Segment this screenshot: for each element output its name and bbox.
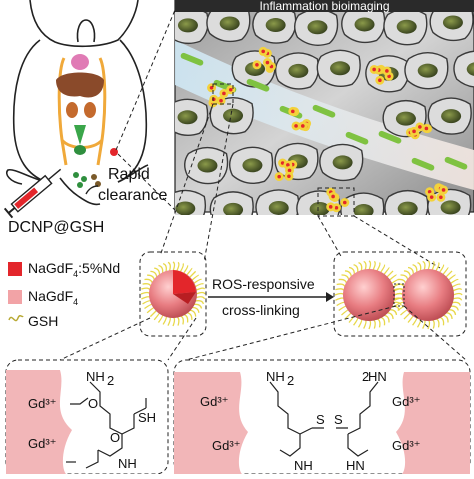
- cell-nucleus: [396, 19, 417, 34]
- svg-text:Gd³⁺: Gd³⁺: [28, 396, 57, 411]
- legend-shell-swatch: [8, 290, 22, 304]
- cell-nucleus: [242, 158, 263, 173]
- banner: [175, 0, 474, 12]
- zoom-connectors: [115, 9, 176, 211]
- cell-nucleus: [268, 200, 289, 215]
- svg-text:SH: SH: [138, 410, 156, 425]
- legend-shell-label: NaGdF4: [28, 288, 79, 307]
- svg-text:Gd³⁺: Gd³⁺: [200, 394, 229, 409]
- legend-ligand-label: GSH: [28, 313, 59, 329]
- cell-nucleus: [197, 158, 218, 173]
- cell-nucleus: [177, 110, 198, 125]
- cell-nucleus: [441, 109, 462, 124]
- organs: [56, 54, 118, 188]
- svg-text:Gd³⁺: Gd³⁺: [392, 394, 421, 409]
- svg-text:HN: HN: [368, 369, 387, 384]
- cell-nucleus: [309, 201, 330, 215]
- arrow-head-icon: [326, 292, 334, 302]
- svg-text:Gd³⁺: Gd³⁺: [392, 438, 421, 453]
- cell-nucleus: [177, 18, 198, 33]
- cell-nucleus: [288, 63, 309, 78]
- svg-text:NH: NH: [294, 458, 313, 473]
- legend: [8, 262, 24, 322]
- panel-title: Inflammation bioimaging: [259, 0, 390, 13]
- svg-text:NH: NH: [86, 369, 105, 384]
- tissue-cell: [453, 50, 474, 88]
- cell-nucleus: [175, 201, 196, 215]
- cell-nucleus: [219, 16, 240, 31]
- syringe-icon: [3, 168, 62, 219]
- cell-nucleus: [223, 202, 244, 215]
- svg-text:2: 2: [107, 373, 114, 388]
- cell-nucleus: [466, 62, 474, 76]
- nanoparticle-single: [139, 251, 207, 337]
- svg-text:Gd³⁺: Gd³⁺: [212, 438, 241, 453]
- vessel-marker: [444, 156, 468, 170]
- svg-text:O: O: [110, 430, 120, 445]
- clearance-label: clearance: [98, 187, 168, 204]
- legend-core-label: NaGdF4:5%Nd: [28, 260, 121, 279]
- chem-box-crosslinked: NH 2 2 HN Gd³⁺ Gd³⁺ S S Gd³⁺ Gd³⁺ NH HN: [173, 359, 471, 475]
- svg-text:O: O: [88, 396, 98, 411]
- cell-nucleus: [395, 111, 416, 126]
- cell-nucleus: [307, 20, 328, 35]
- svg-text:NH: NH: [118, 456, 137, 471]
- clearance-arrow: [85, 185, 99, 195]
- cell-nucleus: [223, 108, 244, 123]
- svg-text:2: 2: [362, 369, 369, 384]
- cell-nucleus: [265, 18, 286, 33]
- vessel-marker: [345, 131, 369, 145]
- vessel-marker: [180, 52, 204, 66]
- mouse-illustration: [6, 0, 149, 206]
- svg-text:NH: NH: [266, 369, 285, 384]
- zoom-connectors-chem: [59, 305, 467, 361]
- cell-nucleus: [397, 201, 418, 215]
- rapid-label: Rapid: [108, 166, 150, 183]
- svg-text:S: S: [316, 412, 325, 427]
- svg-text:2: 2: [287, 373, 294, 388]
- probe-label: DCNP@GSH: [8, 219, 105, 236]
- svg-text:S: S: [334, 412, 343, 427]
- cell-nucleus: [440, 200, 461, 215]
- vessel-marker: [378, 130, 402, 144]
- svg-text:Gd³⁺: Gd³⁺: [28, 436, 57, 451]
- vessel-marker: [312, 104, 336, 118]
- cell-nucleus: [332, 155, 353, 170]
- vessel-marker: [411, 157, 435, 171]
- tissue-panel: [174, 0, 474, 215]
- cell-nucleus: [354, 17, 375, 32]
- cell-nucleus: [442, 15, 463, 30]
- arrow-label-top: ROS-responsive: [212, 276, 315, 292]
- svg-text:HN: HN: [346, 458, 365, 473]
- nanoparticle-dimer: [333, 251, 467, 337]
- chem-box-monomer: NH 2 Gd³⁺ SH O NH Gd³⁺ O: [5, 359, 169, 475]
- cell-nucleus: [353, 204, 374, 215]
- vessel-marker: [246, 78, 270, 92]
- cell-nucleus: [330, 61, 351, 76]
- legend-ligand-icon: [8, 314, 24, 322]
- legend-core-swatch: [8, 262, 22, 276]
- cell-nucleus: [417, 63, 438, 78]
- arrow-label-bottom: cross-linking: [222, 302, 300, 318]
- zoom-connectors-bottom: [159, 83, 441, 269]
